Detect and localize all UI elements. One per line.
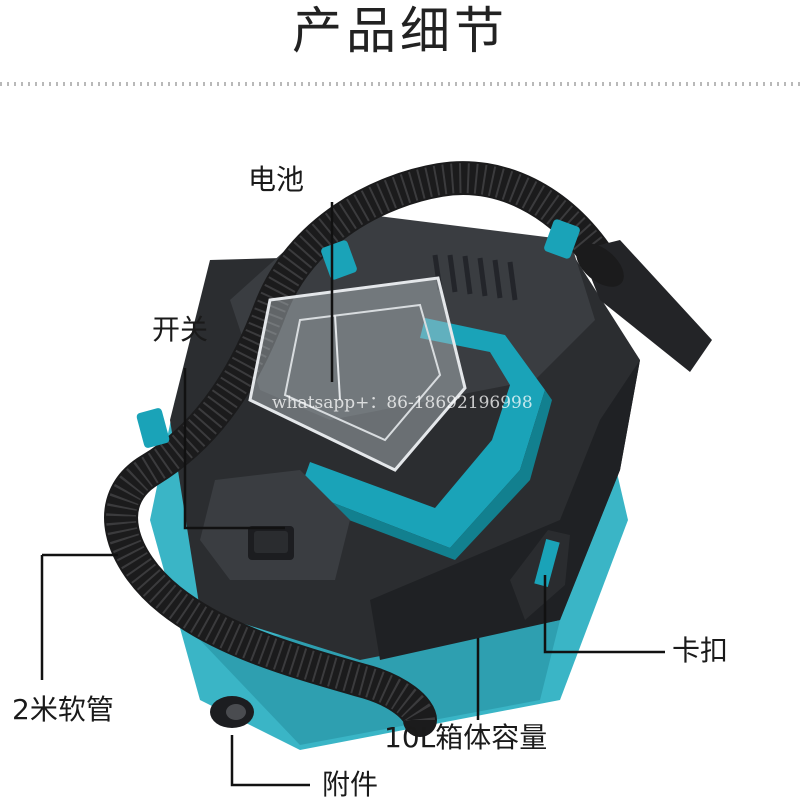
accessory-leader <box>230 735 310 787</box>
callout-accessory: 附件 <box>322 768 379 801</box>
watermark-text: whatsapp+：86-18692196998 <box>272 393 533 413</box>
hose <box>104 161 617 737</box>
page-title: 产品细节 <box>292 2 508 60</box>
callout-latch: 卡扣 <box>672 634 729 667</box>
callout-switch: 开关 <box>152 313 209 346</box>
power-switch-panel <box>200 470 350 580</box>
callout-capacity: 10L箱体容量 <box>384 721 548 754</box>
switch-leader <box>183 368 285 530</box>
dotted-divider <box>0 82 800 86</box>
callout-leaders <box>40 202 665 787</box>
battery-pack <box>248 276 467 472</box>
side-latch <box>510 530 570 620</box>
carry-handle <box>300 318 545 548</box>
callout-battery: 电池 <box>248 163 305 196</box>
latch-leader <box>543 575 665 654</box>
accessory-port <box>210 696 254 728</box>
callout-hose: 2米软管 <box>12 693 114 726</box>
